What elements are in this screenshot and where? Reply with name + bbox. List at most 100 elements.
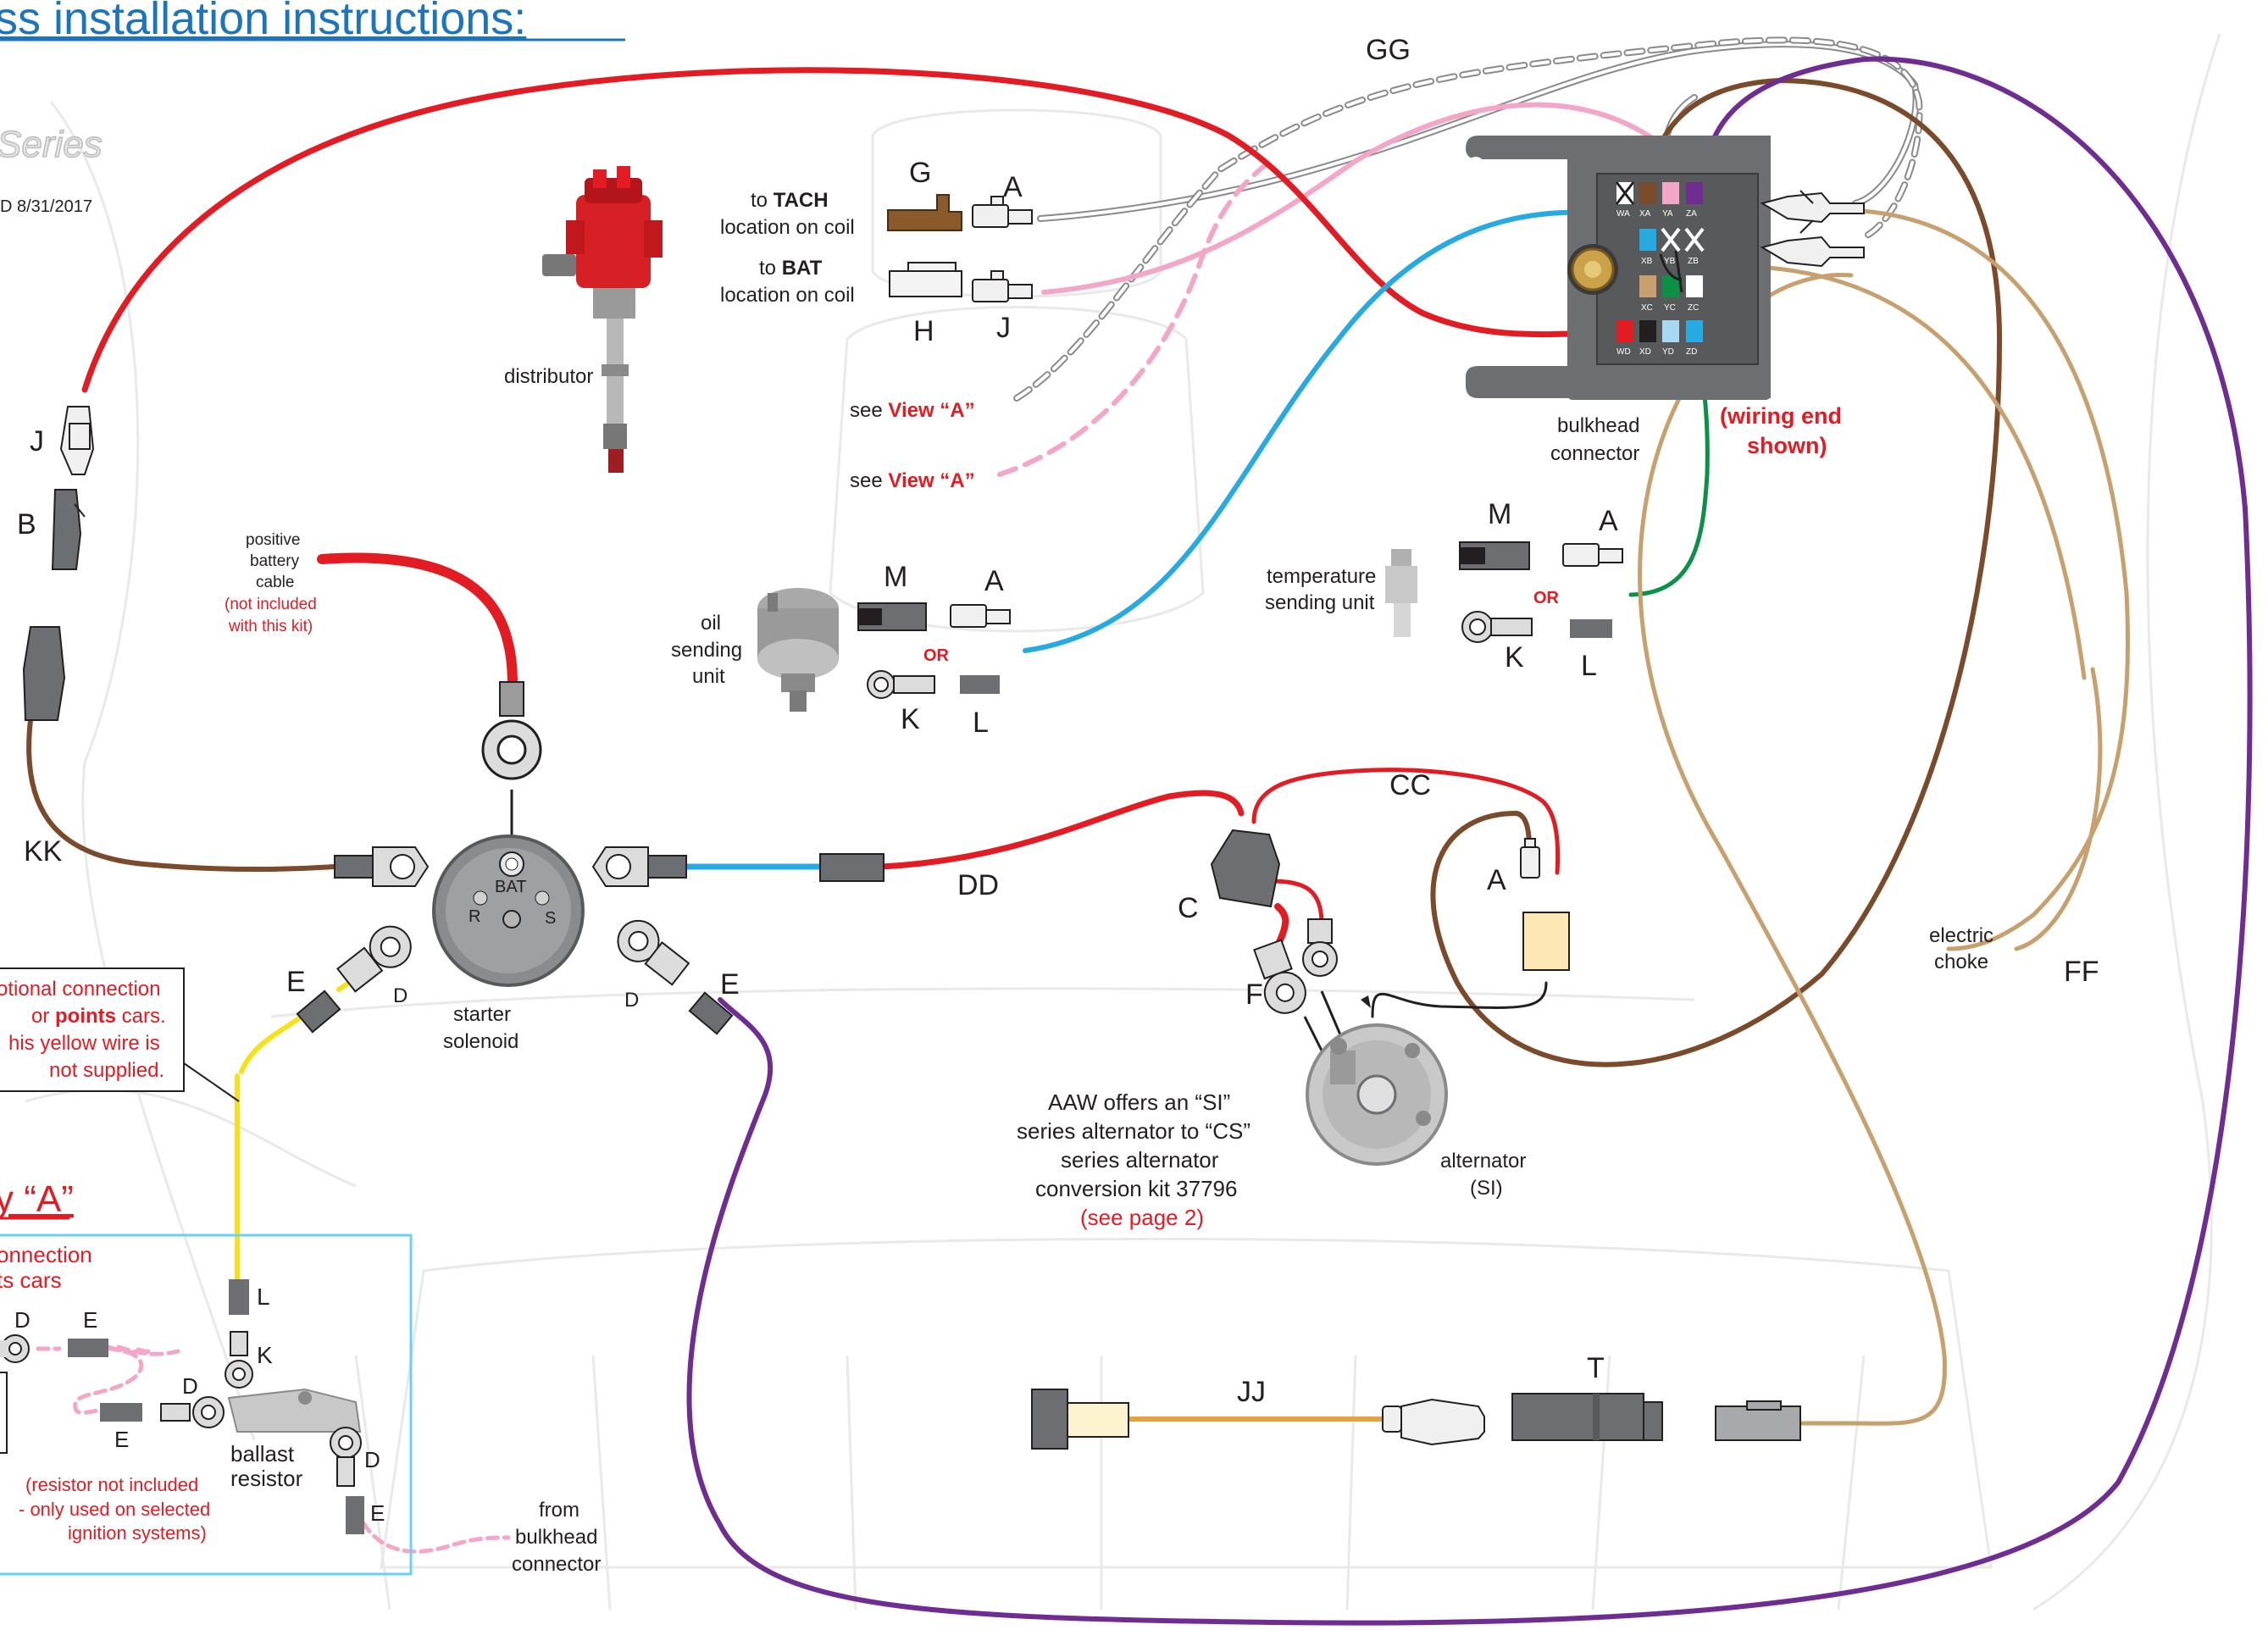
connector-A-oil [950,604,1011,628]
svg-text:YA: YA [1662,209,1673,219]
resistor-note-2: - only used on selected [19,1499,210,1520]
svg-text:ZB: ZB [1688,257,1699,266]
view-a-title: y “A” [0,1178,74,1220]
letter-E-ballast-mid: E [114,1427,129,1452]
view-a-L-connector [229,1279,249,1315]
optional-label-3: his yellow wire is [8,1032,160,1055]
page-title: ss installation instructions: [0,0,526,44]
letter-A-oil: A [984,565,1004,597]
temp-sending-unit-image [1385,549,1417,637]
alternator-label-2: (SI) [1470,1177,1503,1200]
dd-connector [819,853,884,882]
letter-J-left: J [30,425,44,457]
pos-cable-label-1: positive [246,531,300,549]
view-a-left-stub [0,1372,8,1454]
from-label-2: bulkhead [515,1526,597,1549]
letter-E-right: E [720,968,740,1001]
wire-purple [686,56,2253,1626]
connector-J-left [59,406,95,475]
starter-label-2: solenoid [443,1030,518,1053]
aaw-label-3: series alternator [1061,1147,1219,1173]
see-view-a-2: see View “A” [850,469,975,492]
letter-D-right: D [624,989,639,1012]
connector-KK-plug [22,626,66,721]
wire-red-tach [81,67,1600,393]
revision-date: D 8/31/2017 [0,197,92,216]
optional-label-4: not supplied. [49,1059,164,1082]
svg-text:ZD: ZD [1686,347,1697,357]
battery-ring-terminal [481,681,542,780]
svg-text:YD: YD [1662,347,1674,357]
wiring-end-label-2: shown) [1747,433,1827,458]
DD-label: DD [957,869,999,901]
svg-text:YB: YB [1664,257,1676,266]
jj-left-plug [1031,1389,1129,1450]
ballast-label-2: resistor [230,1466,303,1491]
svg-text:ZC: ZC [1688,303,1699,313]
letter-E-ballast-right: E [370,1500,385,1526]
tach-location-label: to TACH [751,189,829,212]
terminal-T-receiver [1715,1400,1801,1441]
ballast-label-1: ballast [230,1441,295,1466]
view-a-box [0,1234,413,1576]
svg-text:WD: WD [1616,347,1631,357]
oil-label-3: unit [692,665,725,688]
CC-label: CC [1389,769,1431,801]
letter-E-left: E [286,966,306,998]
letter-A-alt: A [1487,864,1506,896]
bat-location-label-2: location on coil [720,284,855,307]
wire-brown-loop [1430,77,2003,1067]
resistor-note-3: ignition systems) [68,1522,207,1544]
letter-K-temp: K [1505,641,1524,674]
connector-M-temp [1459,541,1530,570]
letter-D-ballast-top: D [14,1307,30,1333]
letter-M-oil: M [884,561,907,593]
connector-J-bat [972,270,1033,302]
ring-alt-bat [1302,918,1338,977]
svg-text:WA: WA [1616,209,1630,219]
pos-cable-label-3: cable [256,574,294,591]
svg-text:XD: XD [1639,347,1651,357]
starter-solenoid [432,834,585,987]
tach-location-label-2: location on coil [720,216,855,239]
view-a-conn-2: ts cars [0,1267,62,1293]
view-a-E-top [68,1339,108,1357]
ballast-resistor-image [227,1388,362,1433]
wire-battery-cable [317,552,518,691]
connector-L-oil [960,675,1000,694]
from-label-3: connector [512,1553,601,1576]
optional-label-1: otional connection [0,978,160,1001]
see-view-a-1: see View “A” [850,399,975,422]
ring-D-left [336,925,412,993]
letter-A-temp: A [1599,505,1618,537]
wire-DD [878,790,1245,870]
wire-black-sense [1371,981,1548,1018]
GG-label: GG [1366,34,1411,66]
oil-label-1: oil [701,612,721,635]
connector-C [1210,829,1281,908]
connector-B-left [51,489,86,570]
terminal-G [887,194,962,231]
letter-D-left: D [393,984,408,1007]
connector-A-tach [972,196,1033,228]
bulkhead-label-1: bulkhead [1557,414,1639,437]
letter-L-oil: L [973,707,989,739]
FF-label: FF [2064,956,2099,988]
wires [26,36,2253,1626]
temp-label-1: temperature [1267,565,1376,588]
letter-J-bat: J [996,312,1011,344]
solenoid-r: R [469,907,480,926]
choke-label-2: choke [1934,951,1988,973]
letter-C: C [1178,892,1199,924]
series-ghost-title: Series [0,124,103,165]
letter-T: T [1587,1352,1605,1384]
solenoid-bat: BAT [495,878,526,896]
ring-F [1253,939,1306,1014]
wire-CC [1251,768,1561,875]
kk-ring-connector [334,846,430,887]
resistor-note-1: (resistor not included [25,1474,198,1495]
letter-G: G [909,157,931,189]
solenoid-s: S [545,909,556,928]
terminal-T [1511,1393,1663,1441]
